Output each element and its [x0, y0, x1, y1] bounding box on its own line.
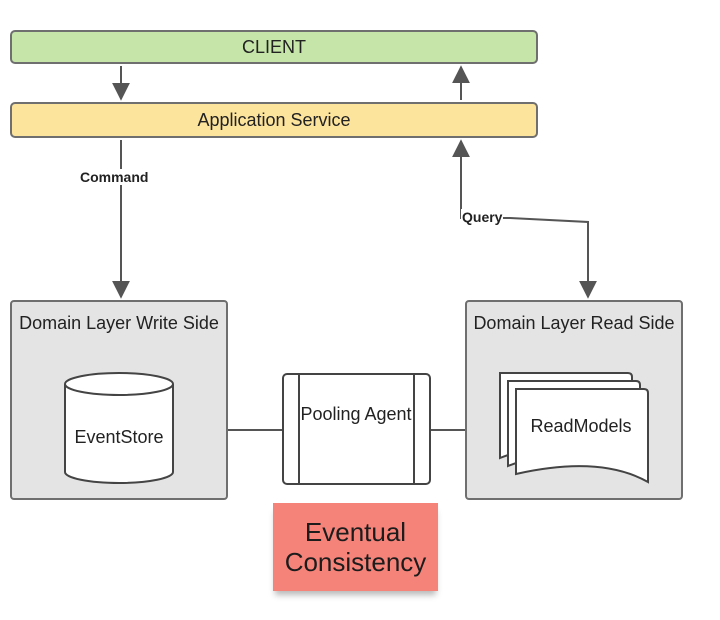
application-service-label: Application Service	[197, 109, 351, 130]
pooling-agent-box	[282, 373, 431, 485]
read-side-title: Domain Layer Read Side	[473, 313, 675, 333]
query-arrow	[452, 139, 597, 299]
application-service-bar: Application Service	[10, 102, 538, 138]
readmodels-label: ReadModels	[530, 416, 632, 436]
pooling-agent-label: Pooling Agent	[300, 404, 412, 424]
stacked-documents-icon	[499, 372, 649, 484]
client-label: CLIENT	[241, 36, 306, 57]
database-cylinder-icon	[64, 372, 174, 484]
query-edge-label: Query	[461, 209, 504, 225]
command-edge-label: Command	[79, 169, 150, 185]
client-bar: CLIENT	[10, 30, 538, 64]
eventual-consistency-note: Eventual Consistency	[273, 503, 438, 591]
eventual-consistency-text: Eventual Consistency	[284, 517, 427, 577]
write-side-title: Domain Layer Write Side	[19, 313, 219, 333]
eventstore-label: EventStore	[74, 427, 164, 447]
